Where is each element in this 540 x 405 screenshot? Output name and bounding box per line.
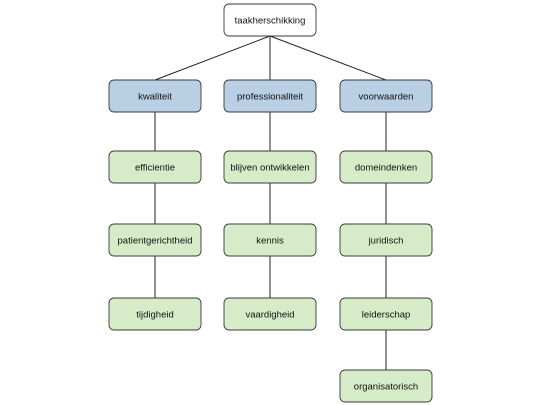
edge-root-to-voorwaarden bbox=[269, 35, 387, 81]
category-node-kwaliteit-label: kwaliteit bbox=[138, 92, 172, 103]
leaf-node-kennis: kennis bbox=[223, 223, 317, 257]
leaf-node-kennis-box bbox=[223, 223, 317, 257]
leaf-node-organisatorisch-label: organisatorisch bbox=[354, 382, 418, 393]
category-node-kwaliteit-box bbox=[108, 79, 202, 113]
leaf-node-patientgerichtheid-label: patientgerichtheid bbox=[118, 236, 193, 247]
category-node-professionaliteit-label: professionaliteit bbox=[237, 92, 303, 103]
leaf-node-domeindenken: domeindenken bbox=[339, 150, 433, 184]
leaf-node-efficientie-label: efficientie bbox=[135, 163, 175, 174]
category-node-professionaliteit: professionaliteit bbox=[223, 79, 317, 113]
leaf-node-leiderschap-label: leiderschap bbox=[362, 310, 411, 321]
leaf-node-kennis-label: kennis bbox=[256, 236, 284, 247]
leaf-node-tijdigheid-box bbox=[108, 297, 202, 331]
diagram-nodes: taakherschikking kwaliteit efficientie pati… bbox=[108, 3, 433, 403]
leaf-node-blijven-ontwikkelen-label: blijven ontwikkelen bbox=[230, 163, 309, 174]
leaf-node-leiderschap: leiderschap bbox=[339, 297, 433, 331]
leaf-node-tijdigheid-label: tijdigheid bbox=[136, 310, 174, 321]
leaf-node-organisatorisch-box bbox=[339, 369, 433, 403]
category-node-voorwaarden: voorwaarden bbox=[339, 79, 433, 113]
category-node-kwaliteit: kwaliteit bbox=[108, 79, 202, 113]
leaf-node-blijven-ontwikkelen: blijven ontwikkelen bbox=[223, 150, 317, 184]
edge-root-to-kwaliteit bbox=[154, 35, 271, 81]
leaf-node-patientgerichtheid: patientgerichtheid bbox=[108, 223, 202, 257]
leaf-node-domeindenken-box bbox=[339, 150, 433, 184]
leaf-node-leiderschap-box bbox=[339, 297, 433, 331]
category-node-voorwaarden-label: voorwaarden bbox=[359, 92, 414, 103]
leaf-node-organisatorisch: organisatorisch bbox=[339, 369, 433, 403]
leaf-node-tijdigheid: tijdigheid bbox=[108, 297, 202, 331]
leaf-node-juridisch-box bbox=[339, 223, 433, 257]
leaf-node-domeindenken-label: domeindenken bbox=[355, 163, 417, 174]
category-node-professionaliteit-box bbox=[223, 79, 317, 113]
leaf-node-patientgerichtheid-box bbox=[108, 223, 202, 257]
leaf-node-efficientie: efficientie bbox=[108, 150, 202, 184]
root-node: taakherschikking bbox=[223, 3, 317, 37]
root-node-box bbox=[223, 3, 317, 37]
leaf-node-vaardigheid: vaardigheid bbox=[223, 297, 317, 331]
leaf-node-blijven-ontwikkelen-box bbox=[223, 150, 317, 184]
leaf-node-vaardigheid-label: vaardigheid bbox=[245, 310, 294, 321]
category-node-voorwaarden-box bbox=[339, 79, 433, 113]
leaf-node-juridisch-label: juridisch bbox=[368, 236, 404, 247]
leaf-node-efficientie-box bbox=[108, 150, 202, 184]
leaf-node-juridisch: juridisch bbox=[339, 223, 433, 257]
diagram-connectors bbox=[154, 35, 387, 370]
leaf-node-vaardigheid-box bbox=[223, 297, 317, 331]
root-node-label: taakherschikking bbox=[235, 16, 306, 27]
